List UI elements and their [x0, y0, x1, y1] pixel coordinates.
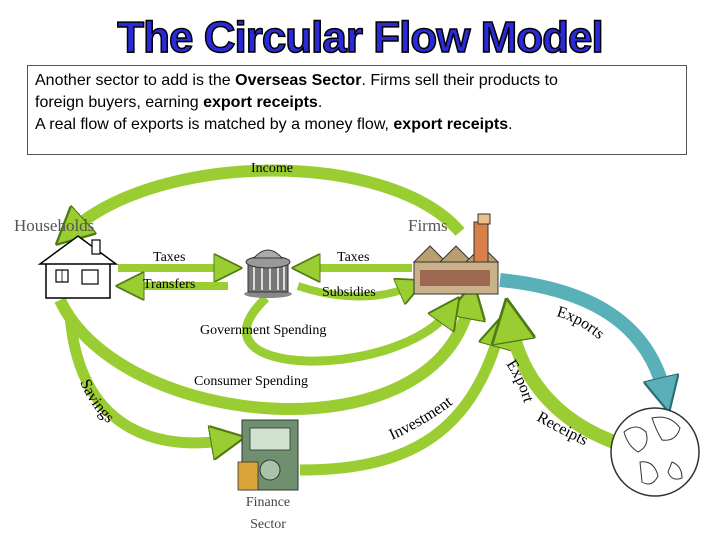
transfers-label: Transfers: [143, 277, 195, 292]
investment-label: Investment: [387, 393, 456, 444]
income-flow-arrow: [70, 164, 465, 233]
firms-factory-icon: [412, 213, 500, 295]
description-box: Another sector to add is the Overseas Se…: [27, 65, 687, 155]
subsidies-label: Subsidies: [322, 285, 376, 300]
finance-sector-label-line2: Sector: [250, 517, 286, 532]
consumer-spending-flow-arrow: [54, 300, 470, 415]
description-line-3: A real flow of exports is matched by a m…: [35, 116, 513, 133]
government-spending-label: Government Spending: [200, 323, 326, 338]
exports-flow-arrow: [499, 273, 665, 395]
taxes-right-label: Taxes: [337, 250, 369, 265]
government-spending-arrow: [241, 294, 450, 366]
savings-label: Savings: [76, 377, 117, 427]
description-line-1: Another sector to add is the Overseas Se…: [35, 72, 558, 89]
households-label: Households: [14, 216, 94, 235]
savings-arrow: [64, 314, 228, 443]
finance-sector-label-line1: Finance: [246, 495, 290, 510]
subsidies-arrow: [296, 286, 412, 297]
page-title: The Circular Flow Model: [0, 6, 720, 66]
page-title-text: The Circular Flow Model: [117, 13, 603, 62]
finance-sector-icon: [237, 419, 299, 491]
description-line-2: foreign buyers, earning export receipts.: [35, 94, 323, 111]
taxes-left-label: Taxes: [153, 250, 185, 265]
households-house-icon: [37, 235, 119, 299]
firms-label: Firms: [408, 216, 448, 235]
consumer-spending-label: Consumer Spending: [194, 374, 308, 389]
government-building-icon: [244, 249, 292, 298]
overseas-globe-icon: [610, 407, 700, 497]
investment-arrow: [299, 330, 500, 476]
income-label: Income: [251, 161, 293, 176]
